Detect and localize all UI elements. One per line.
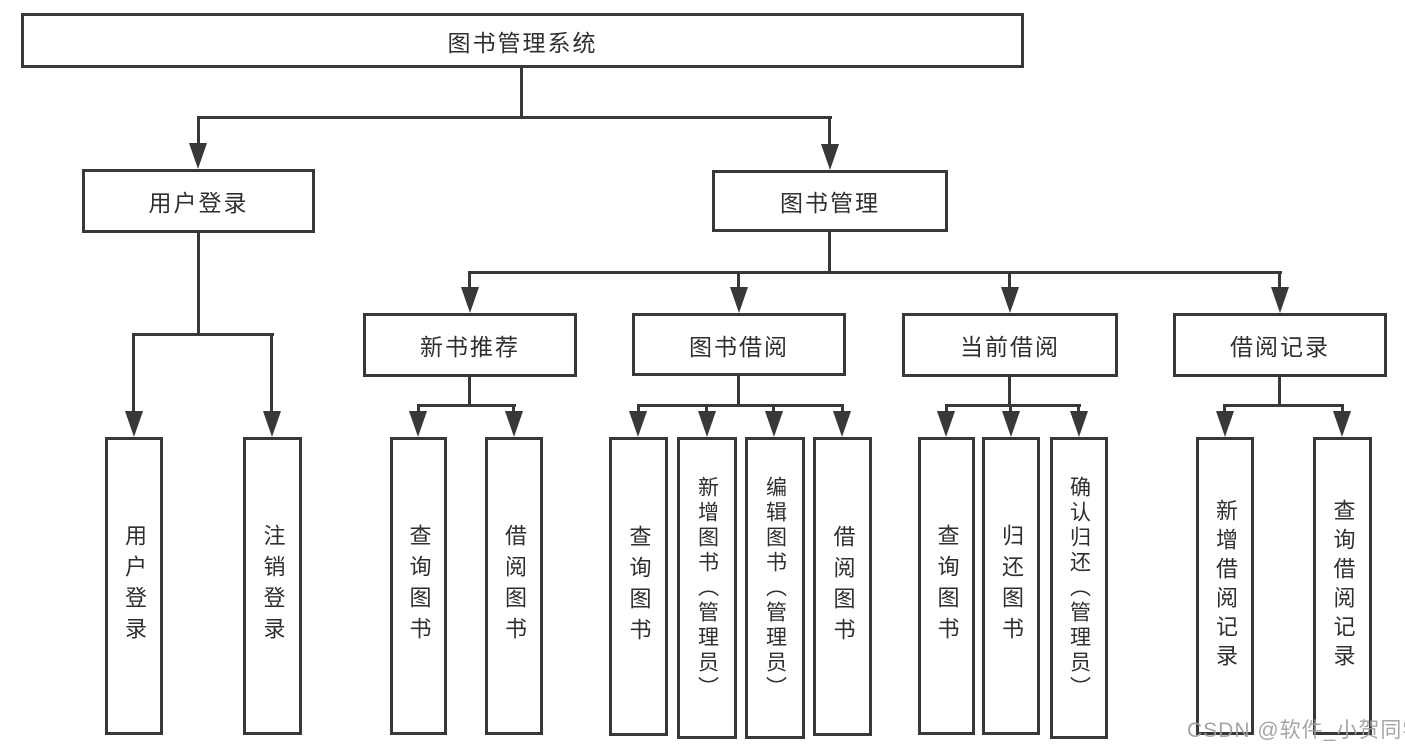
node-label: 查询图书 <box>626 524 652 649</box>
connector-line <box>468 271 1282 274</box>
arrowhead-down-icon <box>461 287 479 313</box>
connector-line <box>737 376 740 406</box>
node-label: 用户登录 <box>148 190 249 216</box>
node-label: 借阅图书 <box>502 524 527 648</box>
connector-line <box>828 232 831 273</box>
csdn-watermark: CSDN @软件_小贺同学 <box>1187 719 1405 742</box>
node-label: 图书管理 <box>780 190 880 216</box>
node-label: 查询图书 <box>406 524 432 648</box>
node-label: 归还图书 <box>999 524 1024 648</box>
arrowhead-down-icon <box>189 143 207 169</box>
arrowhead-down-icon <box>698 411 716 437</box>
connector-line <box>1008 377 1011 406</box>
arrowhead-down-icon <box>629 411 647 437</box>
connector-line <box>197 116 832 119</box>
connector-line <box>1009 407 1012 413</box>
node-label: 新书推荐 <box>420 334 520 360</box>
arrowhead-down-icon <box>821 144 839 170</box>
connector-line <box>945 404 1081 407</box>
node-book-management: 图书管理 <box>712 170 948 232</box>
arrowhead-down-icon <box>505 411 523 437</box>
node-label: 用户登录 <box>122 524 147 648</box>
connector-line <box>1278 377 1281 406</box>
node-leaf-return-books: 归还图书 <box>982 437 1040 735</box>
connector-line <box>1341 407 1344 413</box>
arrowhead-down-icon <box>263 411 281 437</box>
arrowhead-down-icon <box>765 411 783 437</box>
connector-line <box>132 336 135 413</box>
node-borrow-records: 借阅记录 <box>1173 313 1387 377</box>
connector-line <box>197 233 200 335</box>
node-new-book-recommend: 新书推荐 <box>363 313 577 377</box>
node-book-borrow: 图书借阅 <box>632 313 846 376</box>
connector-line <box>1223 404 1344 407</box>
connector-line <box>1278 274 1281 288</box>
connector-line <box>1008 274 1011 288</box>
connector-line <box>468 274 471 288</box>
connector-line <box>270 336 273 413</box>
connector-line <box>468 377 471 406</box>
arrowhead-down-icon <box>730 287 748 313</box>
arrowhead-down-icon <box>1002 411 1020 437</box>
connector-line <box>945 407 948 413</box>
arrowhead-down-icon <box>1001 287 1019 313</box>
node-leaf-query-books-borrow: 查询图书 <box>609 437 668 736</box>
connector-line <box>417 404 516 407</box>
arrowhead-down-icon <box>1271 287 1289 313</box>
node-leaf-query-books-recommend: 查询图书 <box>390 437 447 735</box>
node-leaf-borrow-books-recommend: 借阅图书 <box>485 437 543 735</box>
connector-line <box>637 407 640 413</box>
node-leaf-add-books-admin: 新增图书（管理员） <box>677 437 737 739</box>
connector-line <box>132 333 274 336</box>
connector-line <box>828 119 831 146</box>
arrowhead-down-icon <box>1070 411 1088 437</box>
node-label: 借阅图书 <box>830 524 856 649</box>
node-leaf-add-borrow-record: 新增借阅记录 <box>1196 437 1254 735</box>
node-leaf-logout: 注销登录 <box>243 437 302 735</box>
node-label: 当前借阅 <box>960 334 1060 360</box>
node-label: 确认归还（管理员） <box>1067 475 1091 701</box>
node-label: 编辑图书（管理员） <box>763 475 787 701</box>
node-label: 查询图书 <box>934 524 960 648</box>
arrowhead-down-icon <box>409 411 427 437</box>
node-label: 查询借阅记录 <box>1330 499 1356 673</box>
connector-line <box>520 68 523 118</box>
connector-line <box>512 407 515 413</box>
arrowhead-down-icon <box>833 411 851 437</box>
node-label: 借阅记录 <box>1230 334 1330 360</box>
arrowhead-down-icon <box>1333 411 1351 437</box>
connector-line <box>841 407 844 413</box>
node-label: 新增借阅记录 <box>1213 499 1238 673</box>
connector-line <box>737 274 740 288</box>
node-label: 图书借阅 <box>689 333 789 360</box>
node-leaf-confirm-return-admin: 确认归还（管理员） <box>1050 437 1108 739</box>
node-system-root: 图书管理系统 <box>21 13 1024 68</box>
connector-line <box>1223 407 1226 413</box>
connector-line <box>197 119 200 145</box>
node-label: 新增图书（管理员） <box>695 475 719 701</box>
node-leaf-user-login: 用户登录 <box>105 437 163 735</box>
node-leaf-edit-books-admin: 编辑图书（管理员） <box>745 437 805 739</box>
connector-line <box>705 407 708 413</box>
node-leaf-borrow-books-borrow: 借阅图书 <box>813 437 872 736</box>
connector-line <box>772 407 775 413</box>
node-label: 注销登录 <box>260 524 286 648</box>
node-leaf-query-books-current: 查询图书 <box>918 437 975 735</box>
arrowhead-down-icon <box>937 411 955 437</box>
connector-line <box>637 404 844 407</box>
node-label: 图书管理系统 <box>447 29 598 56</box>
arrowhead-down-icon <box>125 411 143 437</box>
connector-line <box>417 407 420 413</box>
node-leaf-query-borrow-record: 查询借阅记录 <box>1313 437 1372 735</box>
node-current-borrow: 当前借阅 <box>902 313 1118 377</box>
arrowhead-down-icon <box>1216 411 1234 437</box>
node-user-login: 用户登录 <box>82 169 315 233</box>
connector-line <box>1077 407 1080 413</box>
